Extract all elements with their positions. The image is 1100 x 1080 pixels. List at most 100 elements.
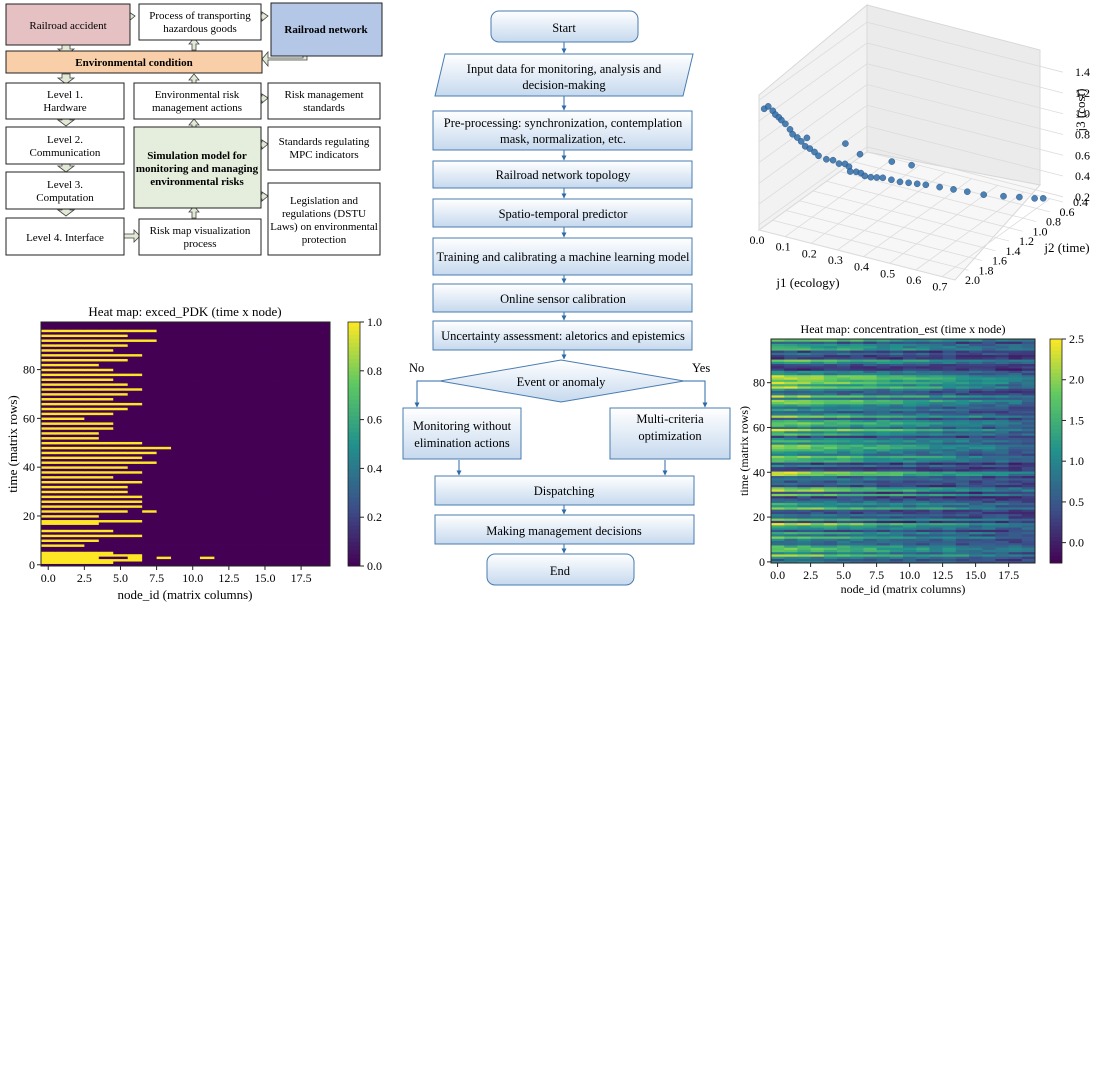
heatmap-cell: [286, 339, 302, 342]
heatmap-cell: [55, 392, 71, 396]
heatmap-cell: [810, 527, 825, 530]
heatmap-cell: [98, 548, 114, 552]
heatmap-cell: [301, 451, 316, 455]
heatmap-cell: [272, 380, 288, 384]
heatmap-cell: [199, 480, 215, 484]
heatmap-cell: [903, 412, 917, 416]
heatmap-cell: [228, 512, 244, 516]
heatmap-cell: [876, 493, 891, 497]
heatmap-cell: [228, 322, 244, 325]
heatmap-cell: [942, 374, 957, 378]
heatmap-cell: [228, 426, 244, 430]
heatmap-cell: [84, 529, 100, 533]
heatmap-cell: [257, 426, 273, 430]
heatmap-cell: [315, 412, 331, 416]
railroad-accident-box: Railroad accident: [5, 3, 131, 46]
heatmap-cell: [55, 458, 71, 462]
heatmap-cell: [257, 505, 273, 508]
heatmap-cell: [257, 500, 273, 503]
heatmap-cell: [889, 486, 904, 490]
heatmap-cell: [41, 497, 56, 501]
heatmap-cell: [929, 486, 943, 490]
scatter-point: [950, 186, 957, 193]
heatmap-cell: [810, 547, 825, 550]
heatmap-cell: [995, 386, 1009, 389]
heatmap-cell: [55, 412, 71, 416]
heatmap-cell: [315, 365, 331, 369]
heatmap-cell: [982, 395, 996, 398]
heatmap-cell: [301, 414, 316, 418]
heatmap-cell: [876, 522, 891, 526]
heatmap-cell: [315, 470, 331, 474]
heatmap-cell: [41, 534, 56, 538]
heatmap-cell: [837, 421, 851, 425]
heatmap-cell: [837, 486, 851, 490]
heatmap-cell: [272, 395, 288, 399]
heatmap-cell: [929, 401, 943, 405]
heatmap-cell: [876, 419, 891, 423]
heatmap-cell: [214, 336, 230, 340]
heatmap-cell: [863, 345, 877, 349]
heatmap-cell: [171, 524, 186, 528]
heatmap-cell: [228, 451, 244, 455]
colorbar-tick: 0.0: [367, 559, 382, 573]
heatmap-cell: [810, 417, 825, 421]
heatmap-cell: [942, 477, 957, 481]
heatmap-cell: [41, 544, 56, 547]
heatmap-cell: [228, 505, 244, 508]
heatmap-cell: [889, 551, 904, 555]
heatmap-cell: [889, 439, 904, 443]
heatmap-cell: [969, 495, 983, 499]
heatmap-cell: [1008, 419, 1023, 423]
scatter-point: [980, 191, 987, 198]
heatmap-cell: [863, 558, 877, 562]
heatmap-cell: [969, 370, 983, 373]
heatmap-cell: [98, 563, 114, 567]
heatmap-cell: [969, 368, 983, 371]
heatmap-cell: [942, 502, 957, 506]
heatmap-cell: [863, 408, 877, 412]
heatmap-cell: [876, 489, 891, 492]
heatmap-cell: [771, 410, 785, 414]
heatmap-cell: [929, 399, 943, 403]
heatmap-cell: [98, 495, 114, 499]
heatmap-cell: [797, 493, 811, 497]
heatmap-cell: [942, 482, 957, 485]
heatmap-cell: [955, 540, 970, 544]
heatmap-cell: [916, 435, 930, 438]
heatmap-cell: [784, 477, 798, 481]
heatmap-cell: [156, 412, 172, 416]
heatmap-cell: [955, 453, 970, 456]
heatmap-cell: [199, 475, 215, 479]
heatmap-cell: [185, 512, 201, 516]
heatmap-cell: [228, 536, 244, 540]
heatmap-cell: [837, 511, 851, 515]
heatmap-cell: [113, 402, 129, 406]
heatmap-cell: [929, 527, 943, 530]
heatmap-cell: [903, 401, 917, 405]
heatmap-cell: [942, 442, 957, 445]
heatmap-cell: [156, 453, 172, 457]
heatmap-cell: [969, 401, 983, 405]
scatter-gridline-y: [772, 219, 969, 271]
heatmap-cell: [889, 370, 904, 373]
heatmap-cell: [982, 343, 996, 347]
heatmap-cell: [257, 546, 273, 550]
heatmap-cell: [55, 558, 71, 562]
heatmap-cell: [837, 437, 851, 441]
heatmap-cell: [903, 428, 917, 432]
heatmap-cell: [823, 451, 838, 454]
heatmap-cell: [301, 395, 316, 399]
heatmap-cell: [142, 407, 157, 411]
heatmap-cell: [243, 348, 259, 352]
heatmap-cell: [916, 403, 930, 407]
heatmap-cell: [243, 404, 259, 408]
heatmap-cell: [98, 424, 114, 428]
heatmap-cell: [929, 545, 943, 548]
heatmap-cell: [889, 412, 904, 416]
heatmap-cell: [156, 497, 172, 501]
heatmap-cell: [142, 512, 157, 516]
heatmap-cell: [55, 383, 71, 386]
heatmap-cell: [286, 444, 302, 447]
